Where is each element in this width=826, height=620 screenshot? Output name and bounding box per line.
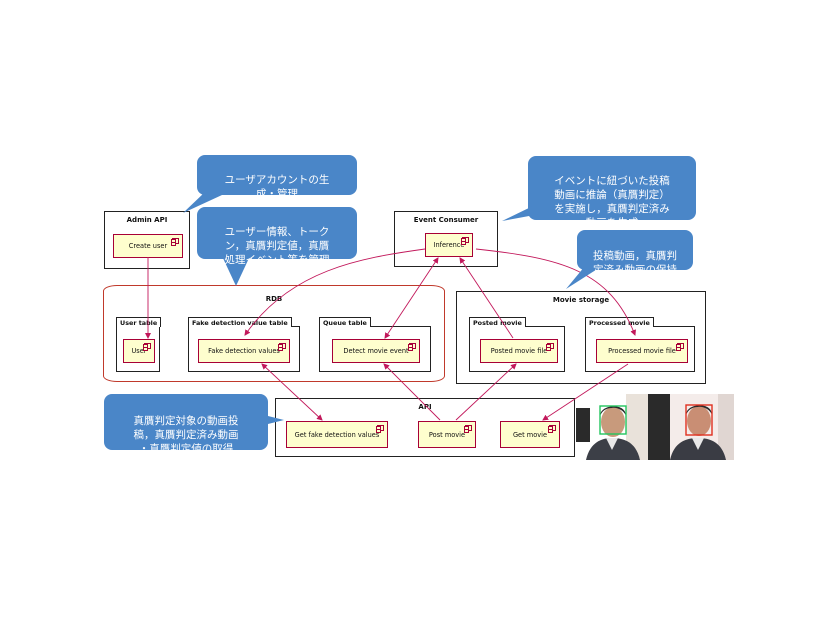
component-icon <box>546 343 554 351</box>
component-icon <box>143 343 151 351</box>
post-movie-label: Post movie <box>428 430 466 439</box>
admin-api-title: Admin API <box>126 216 168 224</box>
post-movie-component: Post movie <box>418 421 476 448</box>
component-icon <box>376 425 384 433</box>
detect-movie-event-component: Detect movie event <box>332 339 420 363</box>
processed-movie-file-component: Processed movie file <box>596 339 688 363</box>
callout-user-account: ユーザアカウントの生 成・管理 <box>197 159 357 215</box>
component-icon <box>548 425 556 433</box>
posted-movie-file-label: Posted movie file <box>490 347 548 355</box>
face-photo-real-image <box>576 394 648 460</box>
component-icon <box>464 425 472 433</box>
processed-movie-package: Processed movie Processed movie file <box>585 317 695 372</box>
inference-label: Inference <box>433 241 465 249</box>
fake-detection-table-package: Fake detection value table Fake detectio… <box>188 317 300 372</box>
rdb-title: RDB <box>265 295 283 303</box>
callout-inference-text: イベントに紐づいた投稿 動画に推論（真贋判定） を実施し，真贋判定済み 動画を生… <box>554 175 670 229</box>
admin-api-node: Admin API Create user <box>104 211 190 269</box>
callout-movie-storage-text: 投稿動画，真贋判 定済み動画の保持 <box>593 250 677 276</box>
get-movie-component: Get movie <box>500 421 560 448</box>
component-icon <box>676 343 684 351</box>
get-fake-detection-values-label: Get fake detection values <box>294 430 380 439</box>
api-title: API <box>418 403 432 411</box>
callout-movie-storage: 投稿動画，真贋判 定済み動画の保持 <box>577 235 693 291</box>
queue-table-package: Queue table Detect movie event <box>319 317 431 372</box>
rdb-database: RDB User table User Fake detection value… <box>103 285 445 382</box>
api-node: API Get fake detection values Post movie… <box>275 398 575 457</box>
component-icon <box>278 343 286 351</box>
user-table-package: User table User <box>116 317 162 372</box>
detect-movie-event-label: Detect movie event <box>343 347 409 355</box>
fake-detection-table-label: Fake detection value table <box>188 317 292 327</box>
user-component: User <box>123 339 155 363</box>
posted-movie-label: Posted movie <box>469 317 526 327</box>
inference-component: Inference <box>425 233 473 257</box>
get-movie-label: Get movie <box>512 430 548 439</box>
user-table-label: User table <box>116 317 162 327</box>
face-photo-fake-image <box>648 394 734 460</box>
fake-detection-values-label: Fake detection values <box>208 347 280 355</box>
processed-movie-label: Processed movie <box>585 317 654 327</box>
processed-movie-file-label: Processed movie file <box>608 347 676 355</box>
event-consumer-node: Event Consumer Inference <box>394 211 498 267</box>
callout-inference: イベントに紐づいた投稿 動画に推論（真贋判定） を実施し，真贋判定済み 動画を生… <box>528 160 696 244</box>
posted-movie-file-component: Posted movie file <box>480 339 558 363</box>
user-label: User <box>131 347 147 355</box>
queue-table-label: Queue table <box>319 317 371 327</box>
face-photo-real <box>576 394 648 460</box>
fake-detection-values-component: Fake detection values <box>198 339 290 363</box>
create-user-label: Create user <box>128 242 168 250</box>
movie-storage-node: Movie storage Posted movie Posted movie … <box>456 291 706 384</box>
callout-rdb-manage: ユーザー情報、トーク ン，真贋判定値，真贋 処理イベント等を管理 <box>197 211 357 281</box>
callout-user-account-text: ユーザアカウントの生 成・管理 <box>224 174 330 200</box>
get-fake-detection-values-component: Get fake detection values <box>286 421 388 448</box>
create-user-component: Create user <box>113 234 183 258</box>
callout-rdb-manage-text: ユーザー情報、トーク ン，真贋判定値，真贋 処理イベント等を管理 <box>224 226 330 266</box>
face-photo-fake <box>648 394 734 460</box>
movie-storage-title: Movie storage <box>552 296 610 304</box>
posted-movie-package: Posted movie Posted movie file <box>469 317 565 372</box>
callout-api: 真贋判定対象の動画投 稿，真贋判定済み動画 ・真贋判定値の取得 <box>104 400 268 470</box>
event-consumer-title: Event Consumer <box>413 216 479 224</box>
component-icon <box>171 238 179 246</box>
component-icon <box>408 343 416 351</box>
callout-api-text: 真贋判定対象の動画投 稿，真贋判定済み動画 ・真贋判定値の取得 <box>133 415 239 455</box>
component-icon <box>461 237 469 245</box>
